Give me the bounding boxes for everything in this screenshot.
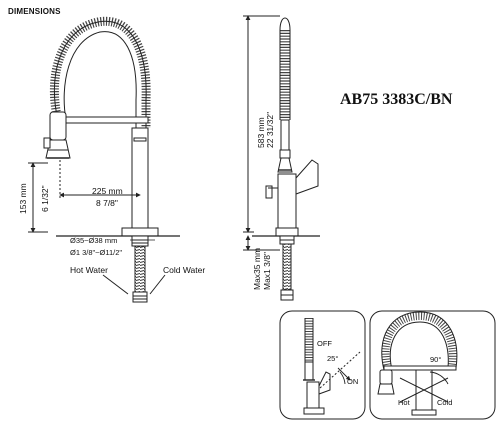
cold-position-label: Cold xyxy=(437,398,453,407)
side-view xyxy=(243,15,320,301)
hot-water-label: Hot Water xyxy=(70,265,108,275)
handle-angle-25: 25° xyxy=(327,354,339,363)
hole-diameter-mm: Ø35~Ø38 mm xyxy=(70,236,118,245)
side-spring xyxy=(279,17,291,120)
front-view xyxy=(28,16,180,303)
spout-reach-mm: 225 mm xyxy=(92,186,123,196)
spout-height-mm: 153 mm xyxy=(18,183,28,214)
model-number: AB75 3383C/BN xyxy=(340,91,453,108)
cold-water-label: Cold Water xyxy=(163,265,206,275)
inset-on-off xyxy=(279,310,366,420)
spout-height-in: 6 1/32" xyxy=(40,185,50,212)
spout-reach-in: 8 7/8" xyxy=(96,198,118,208)
total-height-in: 22 31/32" xyxy=(265,111,275,148)
page-title: DIMENSIONS xyxy=(8,7,61,16)
hole-diameter-in: Ø1 3/8"~Ø11/2" xyxy=(70,248,123,257)
inset-hot-cold xyxy=(369,310,496,420)
front-spring xyxy=(49,16,151,128)
deck-thickness-mm: Max35 mm xyxy=(252,247,262,290)
front-supply-hoses xyxy=(132,245,148,303)
spray-head xyxy=(43,111,71,159)
handle-on-label: ON xyxy=(347,377,359,386)
handle-angle-90: 90° xyxy=(430,355,442,364)
handle-off-label: OFF xyxy=(317,339,332,348)
hot-position-label: Hot xyxy=(398,398,410,407)
deck-thickness-in: Max1 3/8" xyxy=(262,252,272,290)
